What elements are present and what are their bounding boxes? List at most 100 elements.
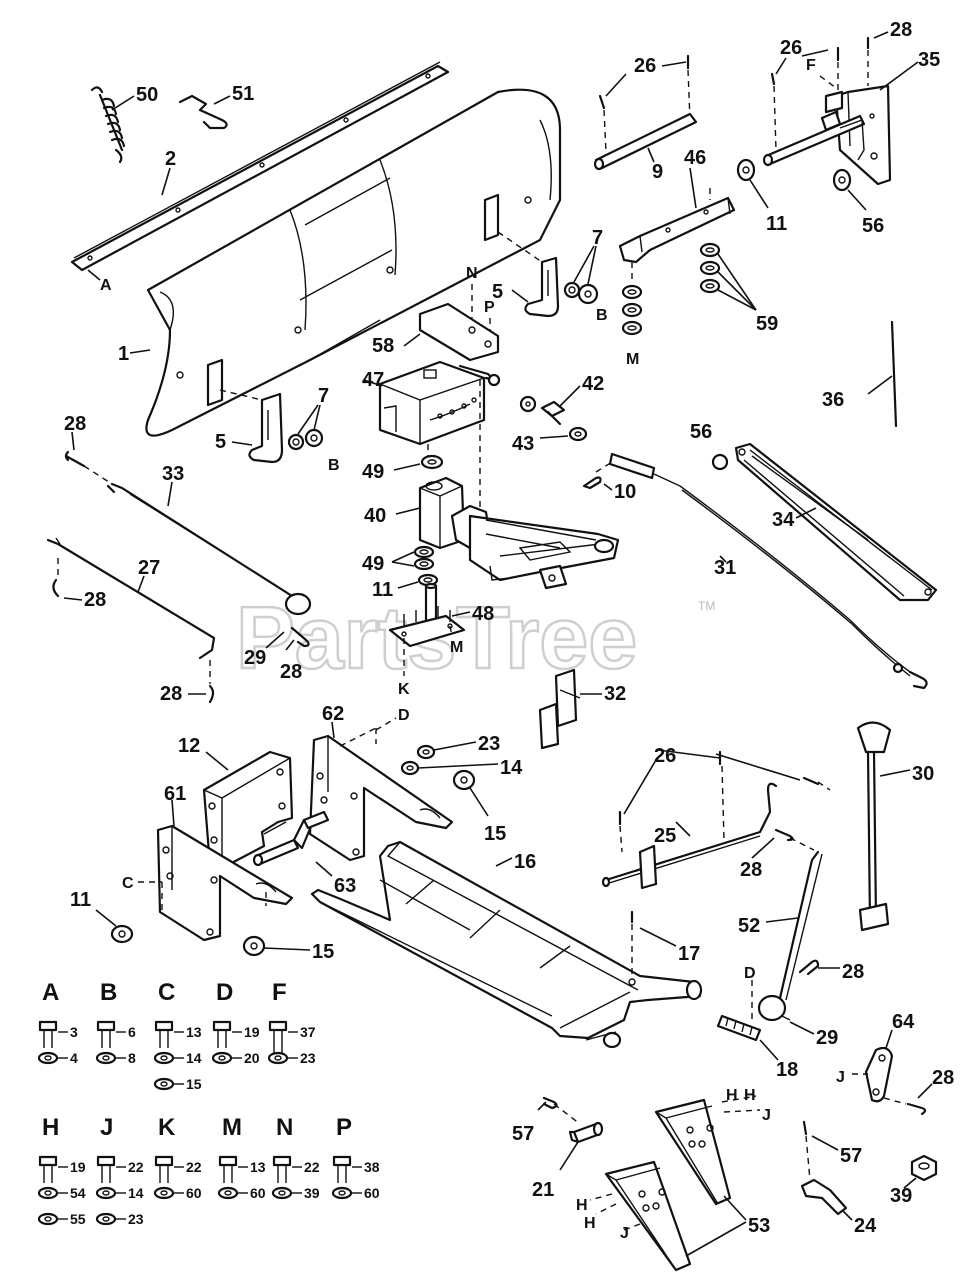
label-39: 39 [890,1185,912,1207]
hardware-part-number: 22 [128,1159,144,1175]
part-40-a-frame[interactable] [418,380,620,590]
part-28-pin-a[interactable] [64,450,113,485]
part-28-pin-d[interactable] [290,626,310,648]
part-43-nut[interactable] [519,395,588,442]
label-23: 23 [478,733,500,755]
part-7-nuts-right[interactable] [563,281,599,305]
part-64-bracket[interactable] [852,1046,894,1103]
label-31: 31 [714,557,736,579]
part-9-rod[interactable] [593,112,698,171]
part-28-pin-g[interactable] [798,959,820,976]
hardware-part-number: 14 [186,1050,202,1066]
hardware-part-number: 38 [364,1159,380,1175]
label-43: 43 [512,433,534,455]
hardware-part-number: 3 [70,1024,78,1040]
label-51: 51 [232,83,254,105]
part-50-spring[interactable] [90,86,126,164]
hardware-part-number: 6 [128,1024,136,1040]
part-34-push-arm[interactable] [734,442,938,602]
label-26-a: 26 [634,55,656,77]
part-31-cable[interactable] [595,452,928,690]
nut-hole-icon [44,1055,52,1061]
hardware-key-letter: N [276,1114,293,1141]
label-H-2: H [744,1087,756,1104]
part-36-rod[interactable] [890,320,898,428]
part-23-nut[interactable] [416,744,436,760]
part-28-pin-c[interactable] [208,660,215,704]
part-35-bracket[interactable] [762,36,892,186]
part-28-pin-f[interactable] [774,828,815,851]
part-49-washer-a[interactable] [420,454,444,470]
part-2-cutting-edge[interactable] [70,61,450,272]
part-29-knob-left[interactable] [284,592,312,616]
part-57-pin-b[interactable] [802,1120,811,1181]
part-33-rod[interactable] [106,482,294,598]
part-59-washers[interactable] [699,242,721,294]
bolt-shank-icon [101,1030,111,1048]
part-51-clip[interactable] [178,94,228,130]
part-32-bracket[interactable] [538,668,581,750]
part-62-plate[interactable] [308,727,454,862]
part-28-pin-h[interactable] [883,1097,927,1116]
label-J-plate-bottom: J [620,1225,629,1242]
part-49-washers-b[interactable] [413,545,435,571]
part-15-washer-a[interactable] [452,769,476,791]
hardware-part-number: 22 [186,1159,202,1175]
hardware-key-letter: H [42,1114,59,1141]
part-25-lift-rod[interactable] [601,782,778,890]
part-39-nut[interactable] [910,1154,938,1182]
part-63-shaft[interactable] [252,810,330,867]
part-61-plate[interactable] [156,824,294,942]
part-14-washer[interactable] [400,760,420,776]
part-11-washer-a[interactable] [736,158,756,182]
part-5-bracket-left[interactable] [219,389,284,464]
part-15-washer-b[interactable] [242,935,266,957]
part-24-handle[interactable] [800,1178,848,1216]
nut-hole-icon [102,1055,110,1061]
part-46-bracket[interactable] [618,188,736,282]
part-53-plates[interactable] [589,1095,761,1272]
part-11-washer-c[interactable] [110,924,134,944]
part-M-nuts[interactable] [621,284,643,336]
part-26-pin-a[interactable] [598,54,691,153]
part-10-clip[interactable] [582,476,602,490]
part-27-rod[interactable] [46,537,216,660]
label-H-1: H [726,1087,738,1104]
hardware-part-number: 55 [70,1211,86,1227]
part-57-pin-a[interactable] [542,1096,581,1125]
hardware-part-number: 39 [304,1185,320,1201]
label-53: 53 [748,1215,770,1237]
part-52-link[interactable] [778,850,823,1001]
label-56-top: 56 [862,215,884,237]
bolt-icon [154,1155,174,1167]
part-5-bracket-right[interactable] [497,231,560,318]
label-11-mid: 11 [372,579,393,601]
part-58-plate[interactable] [418,302,500,362]
part-47-pivot-housing[interactable] [378,360,501,460]
label-K: K [398,681,410,698]
label-28-g: 28 [842,961,864,983]
part-16-push-frame[interactable] [310,840,703,1049]
part-21-pin[interactable] [568,1121,604,1144]
part-42-bolt[interactable] [540,400,566,426]
label-5-right: 5 [492,281,503,303]
part-18-spring[interactable] [716,980,762,1042]
bolt-icon [38,1155,58,1167]
label-B-right: B [596,307,608,324]
part-30-hand-lever[interactable] [856,721,892,932]
part-56-washer-a[interactable] [832,168,852,192]
part-29-knob-right[interactable] [757,994,791,1022]
part-28-pin-b[interactable] [52,558,60,598]
part-56-washer-b[interactable] [711,453,729,471]
nut-icon [37,1186,59,1200]
hardware-key: A34B68C131415D1920F3723H195455J221423K22… [37,979,380,1227]
nut-icon [153,1186,175,1200]
part-1-moldboard[interactable] [145,88,562,437]
part-7-nuts-left[interactable] [287,428,324,451]
nut-hole-icon [218,1055,226,1061]
nut-hole-icon [160,1055,168,1061]
hardware-part-number: 14 [128,1185,144,1201]
